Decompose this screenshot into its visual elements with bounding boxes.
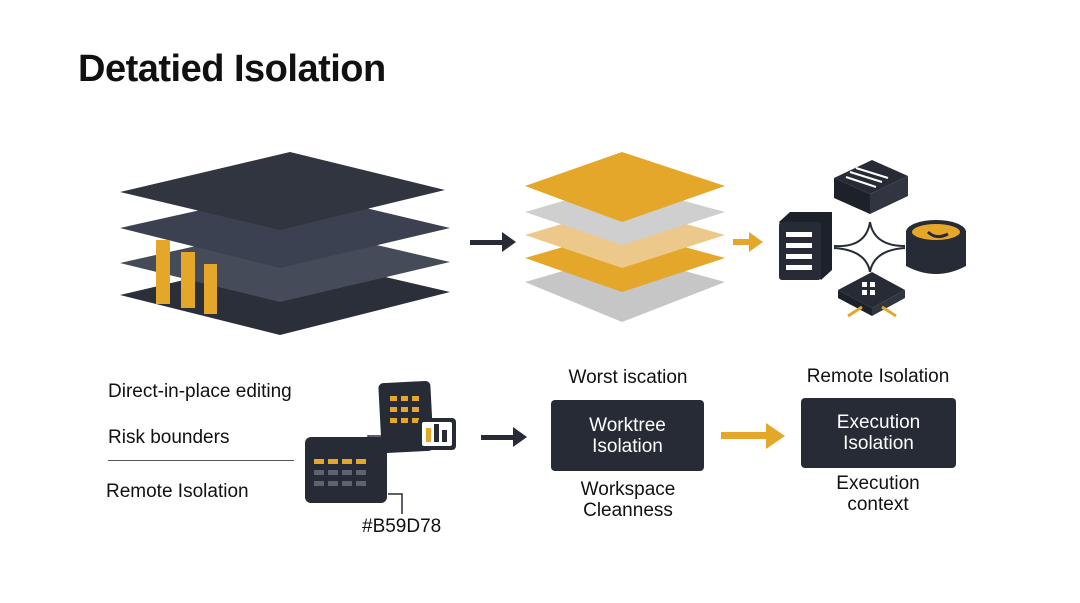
middle-box-line1: Worktree bbox=[589, 414, 666, 436]
direct-editing-label: Direct-in-place editing bbox=[108, 381, 292, 402]
dashboard-cards-icon bbox=[305, 380, 456, 514]
connector-lines bbox=[833, 221, 906, 273]
grid-node-icon bbox=[838, 272, 905, 318]
risk-label: Risk bounders bbox=[108, 427, 230, 448]
bottom-gold-arrow-icon bbox=[721, 423, 785, 449]
hex-code-label: #B59D78 bbox=[362, 516, 442, 537]
server-icon bbox=[779, 212, 832, 280]
remote-isolation-left-label: Remote Isolation bbox=[106, 481, 249, 502]
middle-caption: Workspace Cleanness bbox=[581, 479, 676, 521]
bottom-right-arrow-icon bbox=[481, 427, 527, 447]
page-title: Detatied Isolation bbox=[78, 48, 386, 90]
right-arrow-icon bbox=[470, 232, 516, 252]
worktree-isolation-box: Worktree Isolation bbox=[551, 400, 704, 471]
execution-isolation-box: Execution Isolation bbox=[801, 398, 956, 468]
cloud-bucket-icon bbox=[906, 220, 966, 274]
middle-box-line2: Isolation bbox=[592, 435, 663, 457]
right-box-line2: Isolation bbox=[843, 433, 914, 454]
gold-arrow-small-icon bbox=[733, 232, 763, 252]
left-divider bbox=[108, 460, 294, 461]
right-caption-line2: context bbox=[847, 494, 909, 515]
right-box-line1: Execution bbox=[836, 412, 921, 433]
middle-caption-line2: Cleanness bbox=[583, 500, 673, 521]
right-heading: Remote Isolation bbox=[806, 366, 950, 387]
document-stack-icon bbox=[834, 160, 908, 214]
right-caption-line1: Execution bbox=[836, 473, 920, 494]
middle-heading: Worst iscation bbox=[568, 367, 688, 388]
right-caption: Execution context bbox=[836, 473, 919, 515]
colored-layers-stack-icon bbox=[525, 152, 725, 322]
middle-caption-line1: Workspace bbox=[580, 479, 676, 500]
dark-layers-stack-icon bbox=[120, 152, 450, 335]
